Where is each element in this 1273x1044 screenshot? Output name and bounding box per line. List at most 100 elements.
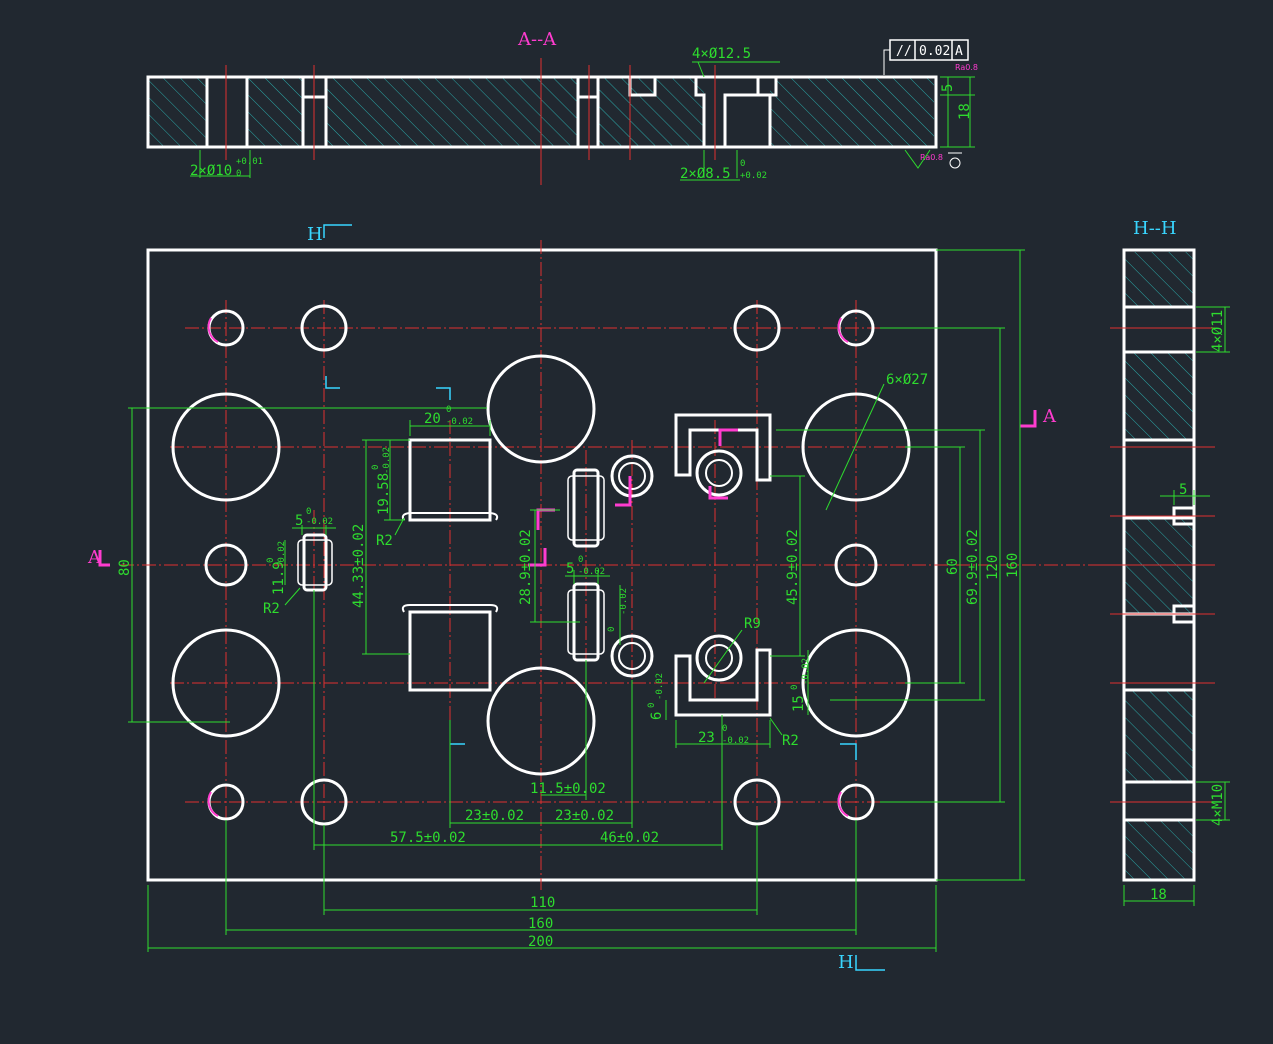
dim-23-a: 23±0.02: [465, 808, 524, 824]
large-hole: [486, 666, 596, 776]
side-m10-label: 4×M10: [1210, 784, 1226, 826]
medium-hole: [733, 778, 781, 826]
dim-11-9-0: 0: [266, 558, 276, 563]
medium-hole: [300, 778, 348, 826]
plan-view: A A H H 20 0 160 110 57.5±0.02 46±0.02 23…: [87, 224, 1215, 973]
radius-r2-b: R2: [263, 601, 280, 617]
square-pocket: [408, 610, 492, 692]
depth-5: 5: [940, 84, 956, 92]
dim-23-b: 23: [698, 730, 715, 746]
dim-20-0: 0: [446, 405, 451, 415]
dim-side-tol: -0.02: [619, 588, 629, 615]
flatness-symbol: //: [896, 44, 912, 59]
radius-r2-a: R2: [376, 533, 393, 549]
dim-110: 110: [530, 895, 555, 911]
dim-120: 120: [985, 555, 1001, 580]
cut-a-left: A: [87, 547, 102, 568]
pin-tol: +0.01: [236, 157, 263, 167]
dim-20-tol: -0.02: [446, 417, 473, 427]
dim-11-9-tol: -0.02: [277, 541, 287, 568]
hatch-segment: [1125, 690, 1193, 782]
flatness-datum: A: [955, 44, 963, 59]
dim-6-tol: -0.02: [655, 673, 665, 700]
side-dim-18: 18: [1150, 887, 1167, 903]
hatch-segment: [770, 78, 934, 146]
dim-60: 60: [945, 558, 961, 575]
hatch-segment: [1125, 820, 1193, 880]
cut-a-right: A: [1042, 406, 1057, 427]
dim-11-9: 11.9: [271, 561, 287, 595]
slot-center-top: [572, 468, 600, 548]
section-hh-view: H--H 4×Ø11 4×M10 5: [1100, 218, 1230, 906]
dim-28-9: 28.9±0.02: [518, 529, 534, 605]
dim-19-58-tol: -0.02: [382, 447, 392, 474]
radius-r2-c: R2: [782, 733, 799, 749]
big-holes-label: 6×Ø27: [886, 372, 928, 388]
dim-15-tol: -0.02: [801, 658, 811, 685]
flatness-frame: // 0.02 A: [883, 39, 969, 75]
hatch-segment: [1125, 252, 1193, 307]
dim-69-9: 69.9±0.02: [965, 529, 981, 605]
hatch-segment: [1125, 352, 1193, 440]
dim-57-5: 57.5±0.02: [390, 830, 466, 846]
dim-5-a-tol: -0.02: [306, 517, 333, 527]
u-shape-top: [674, 413, 772, 482]
dim-15: 15: [791, 695, 807, 712]
dim-45-9: 45.9±0.02: [785, 529, 801, 605]
medium-hole: [300, 304, 348, 352]
large-hole: [486, 354, 596, 464]
dim-5-a: 5: [295, 513, 303, 529]
side-holes-label: 4×Ø11: [1210, 310, 1226, 352]
dim-44-33: 44.33±0.02: [351, 524, 367, 608]
dim-23-c: 23±0.02: [555, 808, 614, 824]
dim-5-b-0: 0: [578, 555, 583, 565]
side-dim-5: 5: [1179, 482, 1187, 498]
hatch-segment: [1125, 518, 1193, 614]
cut-h-top: H: [307, 224, 323, 245]
side-hole: [834, 543, 878, 587]
dim-19-58-0: 0: [371, 465, 381, 470]
section-aa-outline: [146, 75, 938, 149]
section-hh-title: H--H: [1133, 218, 1177, 239]
dim-46: 46±0.02: [600, 830, 659, 846]
dim-15-0: 0: [790, 685, 800, 690]
dim-80: 80: [117, 559, 133, 576]
square-pocket: [408, 438, 492, 522]
dim-5-b: 5: [566, 561, 574, 577]
section-aa-view: A--A 4×Ø12.5 2×Ø10: [146, 29, 978, 185]
guide-tol0: 0: [740, 159, 745, 169]
holes-top-label: 4×Ø12.5: [692, 46, 751, 62]
hatch-segment: [326, 78, 578, 146]
pin-tol0: 0: [236, 169, 241, 179]
roughness-bottom: Ra0.8: [920, 153, 943, 162]
section-aa-title: A--A: [517, 29, 557, 50]
side-hole: [204, 543, 248, 587]
flatness-value: 0.02: [919, 44, 950, 59]
guide-tol: +0.02: [740, 171, 767, 181]
hatch-segment: [247, 78, 303, 146]
dim-6-0: 0: [647, 703, 657, 708]
radius-r9: R9: [744, 616, 761, 632]
dim-side-0: 0: [607, 627, 617, 632]
hatch-segment: [149, 78, 207, 146]
cut-h-bottom: H: [838, 952, 854, 973]
dim-20: 20: [424, 411, 441, 427]
thick-18: 18: [957, 103, 973, 120]
roughness-top: Ra0.8: [955, 63, 978, 72]
dim-19-58: 19.58: [376, 473, 392, 515]
dim-160-v: 160: [1005, 553, 1021, 578]
dim-23-b-0: 0: [722, 724, 727, 734]
dim-23-b-tol: -0.02: [722, 736, 749, 746]
dim-5-b-tol: -0.02: [578, 567, 605, 577]
dim-5-a-0: 0: [306, 507, 311, 517]
dim-160: 160: [528, 916, 553, 932]
guide-holes-label: 2×Ø8.5: [680, 166, 731, 182]
u-shape-bottom: [674, 648, 772, 717]
large-hole: [171, 628, 281, 738]
large-hole: [171, 392, 281, 502]
dim-6: 6: [649, 712, 665, 720]
medium-hole: [733, 304, 781, 352]
slot-left: [302, 533, 328, 592]
pin-holes-label: 2×Ø10: [190, 163, 232, 179]
